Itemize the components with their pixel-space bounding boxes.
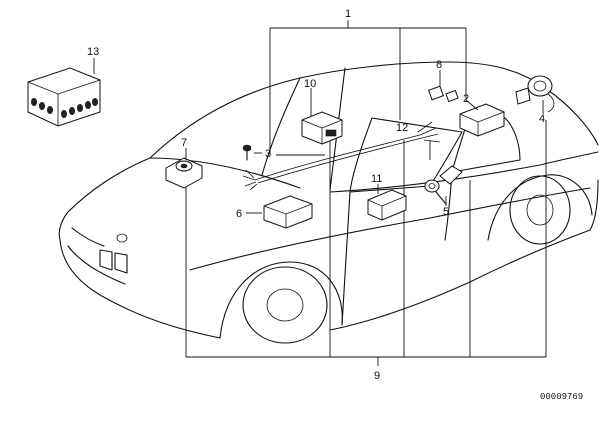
part-2-control-unit bbox=[459, 103, 505, 137]
callout-12: 12 bbox=[396, 122, 408, 134]
part-10-module bbox=[301, 111, 343, 145]
callout-10: 10 bbox=[304, 78, 316, 90]
part-7-sensor bbox=[165, 157, 203, 189]
part-8-connector bbox=[428, 85, 459, 103]
callout-9: 9 bbox=[374, 370, 380, 382]
callout-frame bbox=[185, 20, 547, 366]
callout-7: 7 bbox=[181, 137, 187, 149]
part-11-module bbox=[367, 189, 407, 221]
part-6-module bbox=[263, 195, 313, 229]
callout-3: 3 bbox=[265, 148, 271, 160]
callout-1: 1 bbox=[345, 8, 351, 20]
wiring-harness bbox=[242, 121, 441, 191]
callout-13: 13 bbox=[87, 46, 99, 58]
document-number: 00009769 bbox=[540, 392, 583, 402]
part-13-box bbox=[27, 67, 101, 127]
callout-11: 11 bbox=[371, 173, 382, 185]
callout-labels: 1 2 3 4 5 6 7 8 9 10 11 12 13 bbox=[87, 8, 545, 382]
callout-4: 4 bbox=[539, 113, 545, 125]
car-outline bbox=[58, 61, 599, 344]
part-3-screw bbox=[242, 144, 252, 161]
callout-2: 2 bbox=[463, 93, 469, 105]
part-5-key bbox=[424, 165, 463, 205]
callout-5: 5 bbox=[443, 206, 449, 218]
callout-8: 8 bbox=[436, 59, 442, 71]
callout-6: 6 bbox=[236, 208, 242, 220]
part-4-siren bbox=[515, 75, 555, 113]
